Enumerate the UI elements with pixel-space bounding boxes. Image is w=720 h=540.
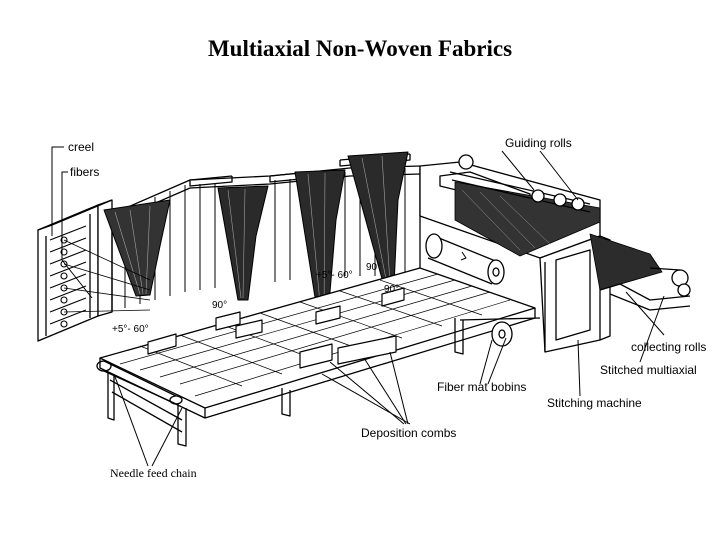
creel-rack bbox=[37, 199, 113, 342]
label-creel: creel bbox=[68, 140, 95, 154]
label-deposition-combs: Deposition combs bbox=[361, 426, 457, 440]
label-stitching-machine: Stitching machine bbox=[547, 396, 642, 410]
angle-label: 90° bbox=[212, 300, 228, 311]
conveyor-bed bbox=[99, 267, 536, 419]
frame-legs bbox=[107, 318, 464, 447]
label-fibers: fibers bbox=[70, 165, 100, 179]
label-collecting-rolls: collecting rolls bbox=[631, 340, 707, 354]
stitching-machine-body bbox=[419, 154, 691, 353]
angle-label: +5°- 60° bbox=[316, 270, 353, 281]
angle-label: +5°- 60° bbox=[112, 324, 149, 335]
leader-lines bbox=[51, 146, 665, 467]
label-guiding-rolls: Guiding rolls bbox=[505, 136, 572, 150]
stitch-roller bbox=[459, 317, 541, 347]
label-stitched-multiaxial: Stitched multiaxial bbox=[600, 363, 697, 377]
fiber-mat-bobbin bbox=[425, 233, 505, 285]
page-title: Multiaxial Non-Woven Fabrics bbox=[207, 36, 513, 61]
needle-feed-chain bbox=[96, 360, 183, 405]
deposition-combs bbox=[147, 287, 405, 369]
label-fiber-mat-bobins: Fiber mat bobins bbox=[437, 380, 527, 394]
angle-label: 90° bbox=[366, 262, 382, 273]
fiber-funnels bbox=[63, 151, 409, 317]
label-needle-feed-chain: Needle feed chain bbox=[110, 466, 197, 480]
angle-label: 90° bbox=[384, 284, 400, 295]
